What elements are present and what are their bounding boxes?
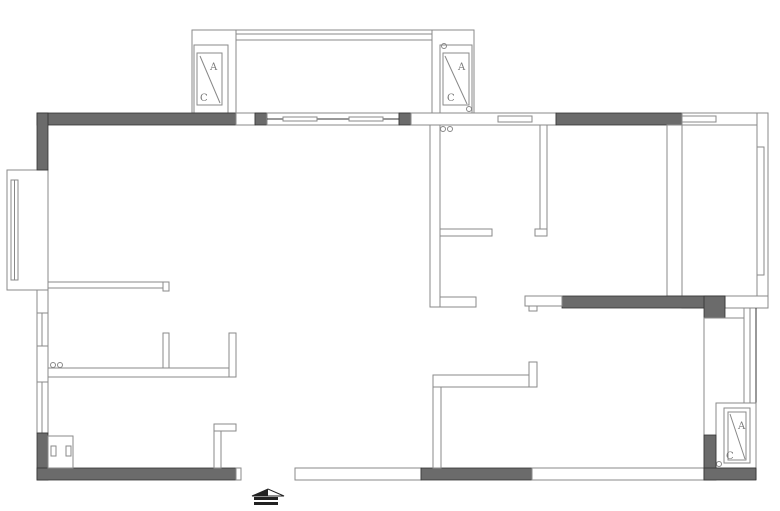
ac-label-c: C xyxy=(200,93,208,104)
outlet-icon xyxy=(466,106,472,112)
left-bay-window xyxy=(6,169,49,291)
outlet-icon xyxy=(447,126,453,132)
interior-walls xyxy=(47,124,548,469)
bottom-wall xyxy=(36,434,757,481)
ac-unit-bottom-right: A C xyxy=(715,402,757,469)
outlet-icon xyxy=(440,126,446,132)
ac-label-a: A xyxy=(209,62,218,73)
entrance-arrow-icon xyxy=(251,488,285,505)
top-wall xyxy=(36,112,758,171)
ac-label-c: C xyxy=(447,93,455,104)
ac-label-a: A xyxy=(457,62,466,73)
ac-unit-top-right: A C xyxy=(439,43,473,114)
ac-unit-left: A C xyxy=(193,44,229,114)
top-balcony xyxy=(191,29,475,114)
outlet-icon xyxy=(57,362,63,368)
ac-label-c: C xyxy=(726,451,734,462)
outlet-icon xyxy=(50,362,56,368)
left-wall xyxy=(36,289,49,481)
outlet-icon xyxy=(441,43,447,49)
ac-label-a: A xyxy=(737,421,746,432)
outlet-icon xyxy=(716,461,722,467)
